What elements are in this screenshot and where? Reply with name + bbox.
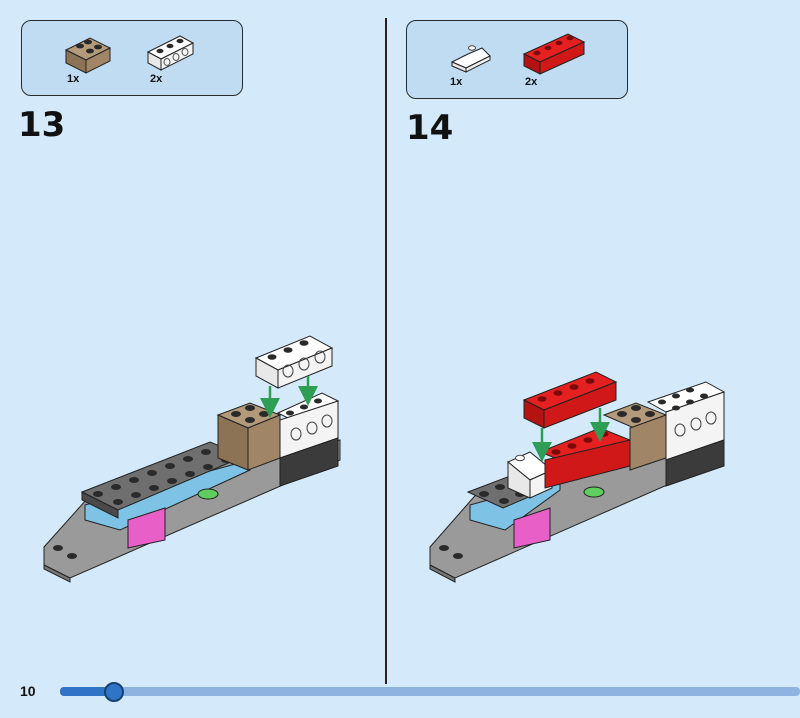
step-13-number: 13 <box>18 105 66 145</box>
step-13-part-2-qty: 2x <box>150 73 163 85</box>
step-14-part-1-qty: 1x <box>450 76 463 88</box>
step-13-part-1-qty: 1x <box>67 73 80 85</box>
progress-bar <box>60 682 800 702</box>
page-divider <box>385 18 387 684</box>
step-14-model <box>429 371 726 583</box>
step-13-model <box>43 335 341 583</box>
progress-fill <box>60 687 112 696</box>
step-14-parts-box <box>406 20 628 99</box>
red-technic-brick-part-icon <box>522 33 586 75</box>
tan-brick-part-icon <box>64 37 112 74</box>
white-technic-brick-part-icon <box>146 35 195 71</box>
progress-indicator <box>104 682 124 702</box>
white-slope-part-icon <box>450 45 491 73</box>
page-number: 10 <box>20 683 36 699</box>
step-14-number: 14 <box>406 108 454 148</box>
step-13-parts-box <box>21 20 243 96</box>
step-14-part-2-qty: 2x <box>525 76 538 88</box>
